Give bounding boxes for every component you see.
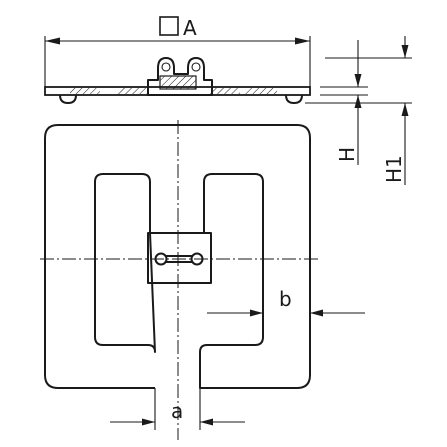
label-gap-width: a: [171, 399, 183, 423]
dimension-heights: H H1: [305, 36, 412, 185]
plate-feet: [59, 94, 303, 104]
dimension-slot-offset: b: [207, 287, 365, 317]
dimension-gap-width: a: [110, 388, 245, 430]
label-height: H: [335, 147, 359, 162]
center-mount: [147, 232, 212, 284]
label-slot-offset: b: [279, 287, 292, 311]
dimension-overall-width: A: [44, 16, 311, 88]
center-clamp: [147, 57, 213, 96]
label-height-total: H1: [382, 155, 406, 183]
center-lines: [40, 120, 318, 440]
plan-view: b a: [40, 120, 365, 440]
square-outline-icon: [159, 16, 179, 36]
label-overall-width: A: [183, 16, 197, 40]
side-view: A: [44, 16, 412, 185]
